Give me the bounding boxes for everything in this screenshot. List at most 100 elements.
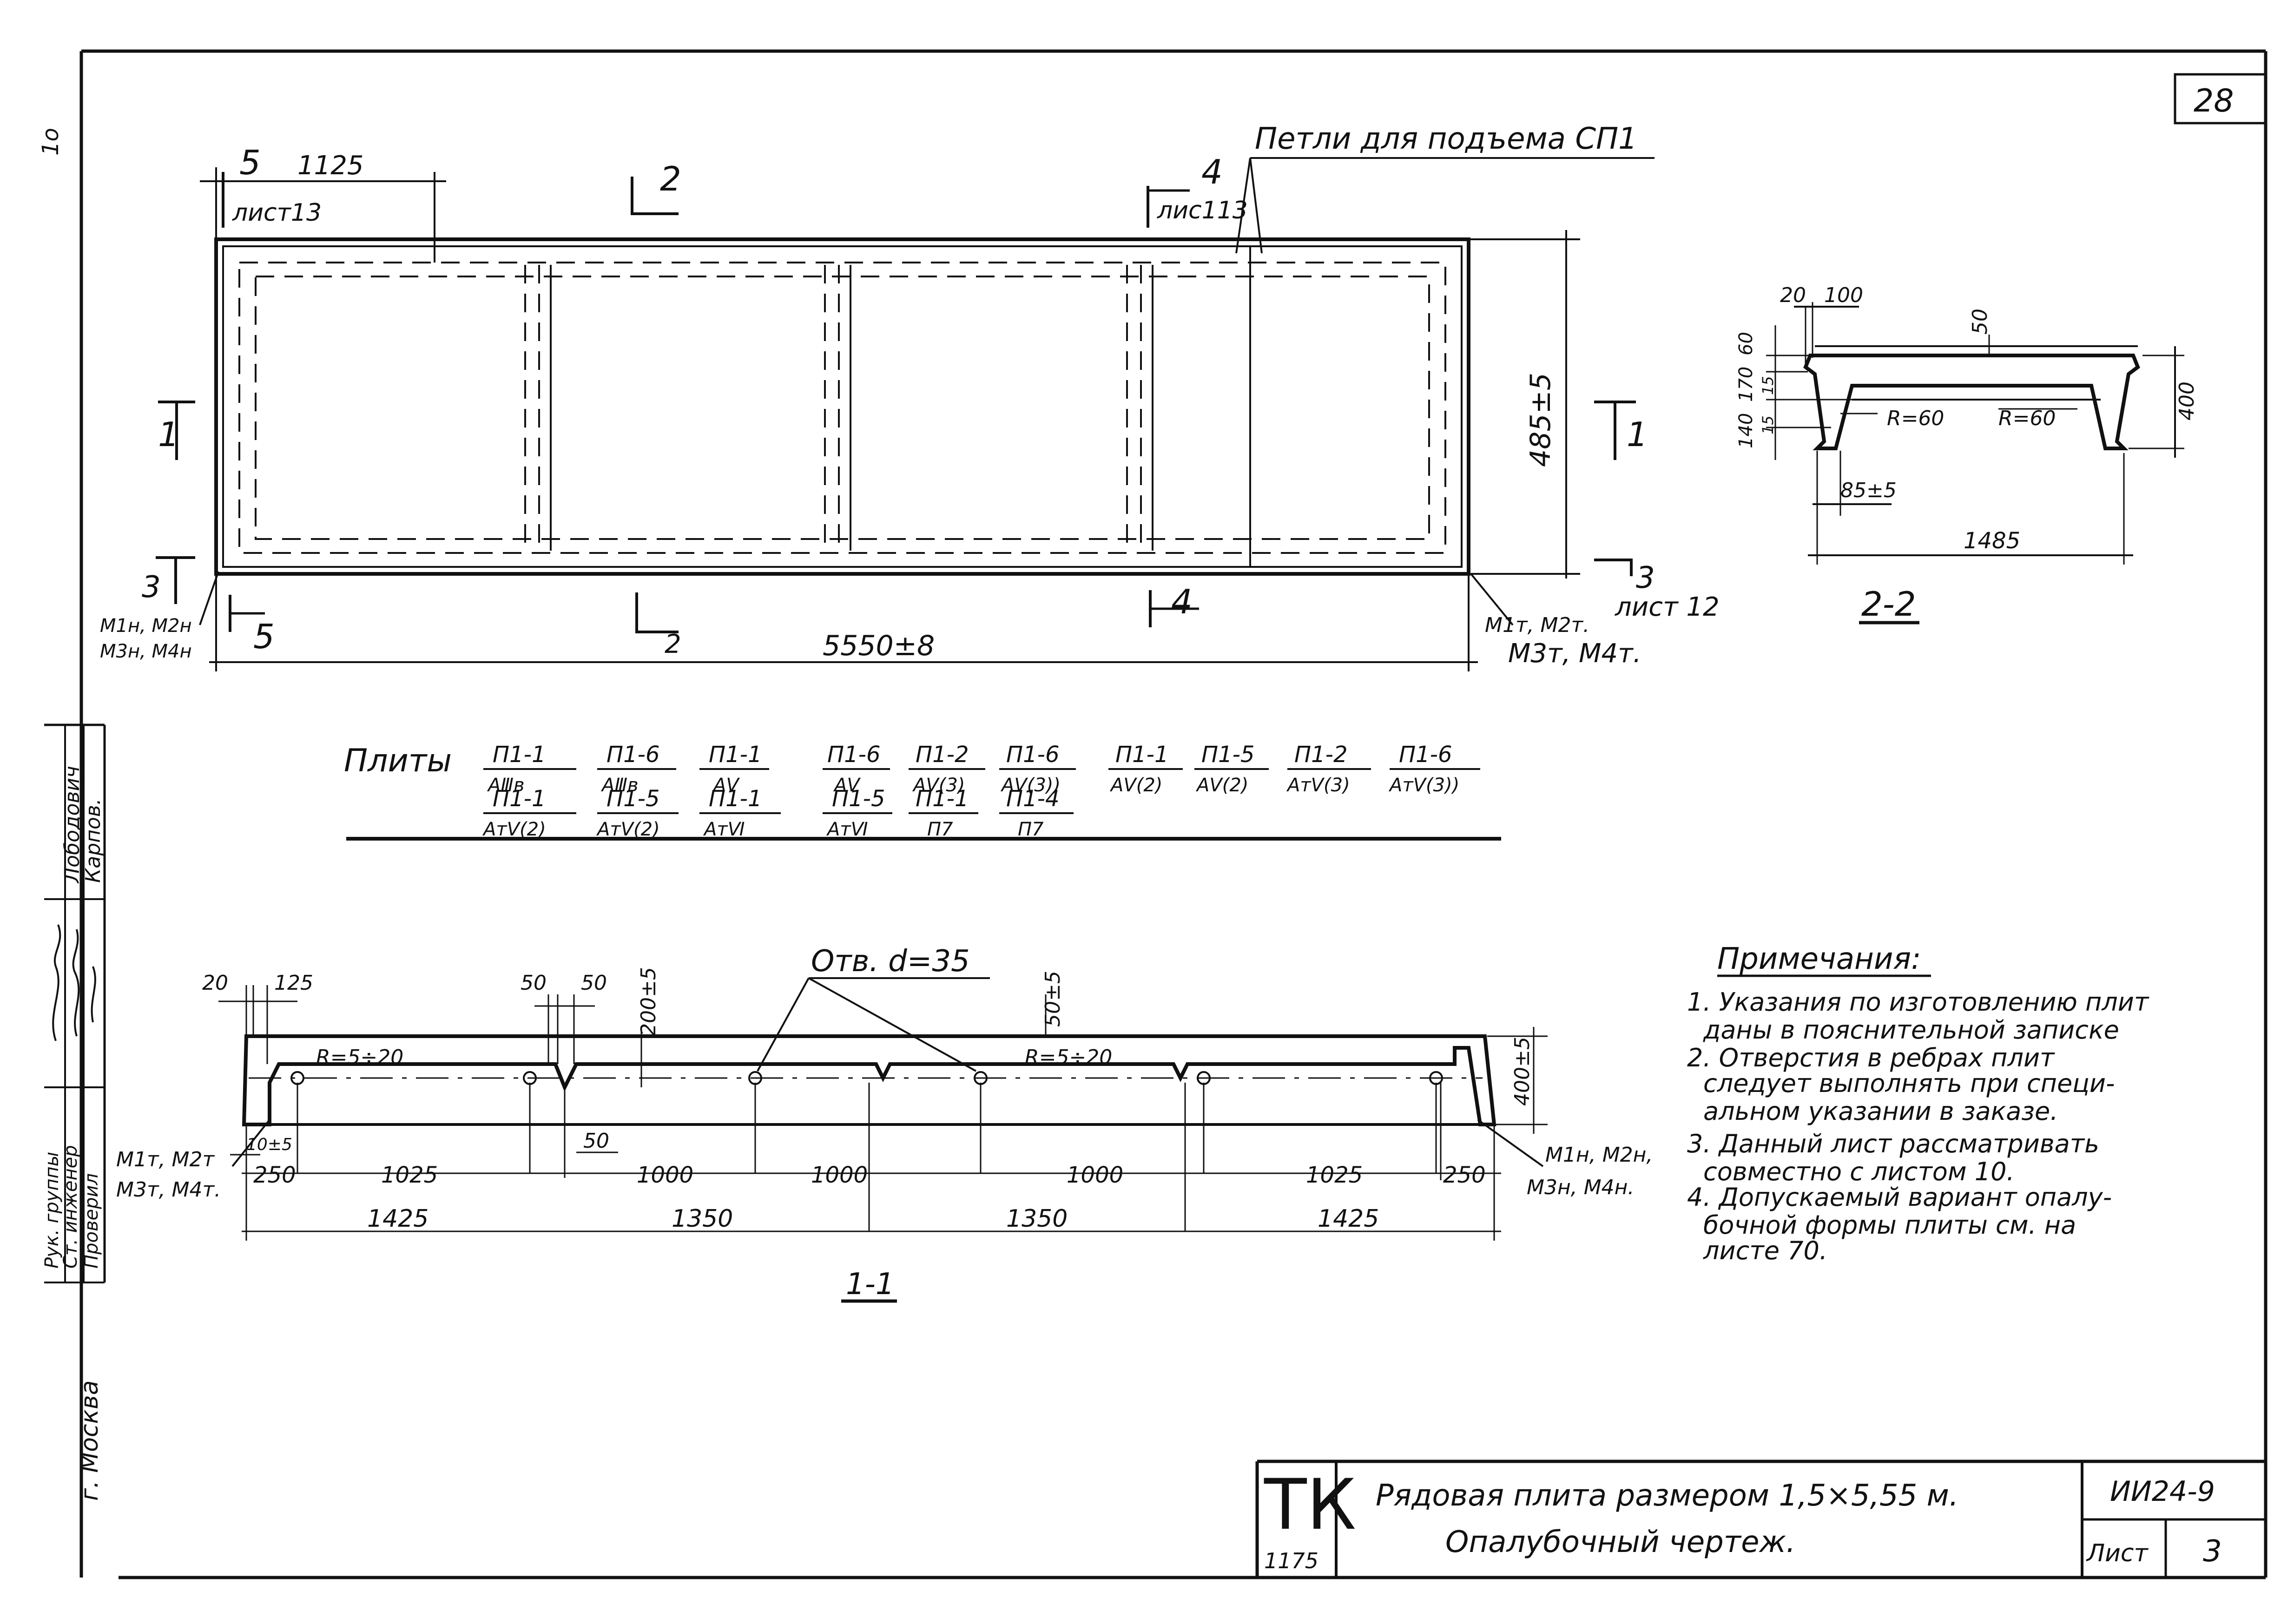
drawing-title-line-2: Опалубочный чертеж. [1445,1525,1795,1559]
plate-denominator: АтⅥ [703,819,745,840]
section-mark-2-bottom: 2 [665,629,681,659]
plan-view [156,157,1655,671]
bottom-dim-value: 1350 [1006,1205,1068,1233]
plate-numerator: П1-1 [916,786,969,812]
section-1-1-dim-20: 20 [202,971,228,995]
section-1-1-dim-400: 400±5 [1510,1037,1534,1106]
bottom-dimension-row-1: 250 1025 1000 1000 1000 1025 250 [253,1162,1486,1188]
plan-left-parts-2: М3н, М4н [100,641,192,662]
plate-numerator: П1-1 [1115,742,1169,768]
section-mark-3-right: 3 [1636,561,1655,595]
plate-numerator: П1-1 [493,742,546,768]
dimension-1125: 1125 [297,151,364,181]
plate-formula: П1-5 АтⅥ [823,786,892,840]
plate-denominator: АⅤ(2) [1195,775,1248,796]
plate-denominator: АтⅤ(3)) [1388,775,1459,796]
plate-denominator: АтⅥ [826,819,868,840]
plate-numerator: П1-2 [916,742,969,768]
bottom-dim-value: 1025 [1306,1162,1363,1188]
bottom-dim-value: 1000 [811,1162,868,1188]
plate-denominator: АⅤ [833,775,861,796]
dimension-485: 485±5 [1524,373,1557,467]
sheet-ref-13-right: лис113 [1157,197,1248,224]
section-2-2-dim-20: 20 [1780,283,1806,307]
section-1-1-drawing [218,977,1548,1303]
plate-denominator: АтⅤ(2) [596,819,660,840]
left-margin-number: 1o [38,128,64,156]
plate-formula: П1-5 АⅤ(2) [1194,742,1269,796]
plate-denominator: АⅢв [600,775,639,796]
sheet-corner-number: 28 [2194,83,2234,119]
plate-numerator: П1-6 [1006,742,1060,768]
note-line: листе 70. [1703,1236,1827,1265]
section-2-2-dim-170: 170 [1735,367,1757,402]
plan-right-parts-1: М1т, М2т. [1485,613,1589,637]
plate-numerator: П1-6 [827,742,881,768]
plate-numerator: П1-6 [606,742,660,768]
section-2-2-dim-100: 100 [1824,283,1863,307]
plate-formula: П1-2 АтⅤ(3) [1286,742,1371,796]
plate-denominator: АⅤ [712,775,740,796]
plate-numerator: П1-5 [606,786,660,812]
plate-numerator: П1-4 [1006,786,1060,812]
drawing-title-line-1: Рядовая плита размером 1,5×5,55 м. [1376,1479,1958,1513]
stamp-role-checked: Проверил [81,1173,102,1269]
bottom-dim-value: 1425 [367,1205,428,1233]
plate-denominator: АⅤ(3)) [1000,775,1061,796]
loop-label: Петли для подъема СП1 [1255,122,1637,156]
plate-formula: П1-6 АⅢв [597,742,676,796]
plate-numerator: П1-1 [493,786,546,812]
plate-denominator: АтⅤ(2) [482,819,546,840]
note-line: 4. Допускаемый вариант опалу- [1687,1183,2112,1212]
section-1-1-dim-50a: 50 [521,971,547,995]
section-mark-1-right: 1 [1627,415,1648,454]
notes-title: Примечания: [1717,942,1921,976]
plate-numerator: П1-6 [1399,742,1452,768]
section-mark-4-bottom: 4 [1171,582,1193,621]
plate-formula: П1-6 АⅤ(3)) [999,742,1076,796]
side-stamp [44,723,106,1283]
plate-numerator: П1-5 [832,786,885,812]
section-2-2-drawing [1766,302,2184,625]
plate-formula: П1-1 П7 [909,786,978,840]
plate-formula: П1-1 АтⅤ(2) [482,786,576,840]
section-2-2-radius-right: R=60 [1998,407,2056,430]
section-2-2-radius-left: R=60 [1887,407,1944,430]
plate-denominator: П7 [1018,819,1044,840]
plate-denominator: АⅤ(3) [912,775,965,796]
sheet-frame [79,49,2268,1579]
plate-formula: П1-1 АⅤ [699,742,769,796]
section-2-2-dim-50: 50 [1968,309,1992,335]
note-line: бочной формы плиты см. на [1703,1210,2076,1240]
section-mark-1-left: 1 [158,415,179,454]
section-1-1-dim-50c: 50 [583,1129,609,1153]
bottom-dim-value: 250 [1443,1162,1486,1188]
holes-label: Отв. d=35 [811,944,970,979]
plate-denominator: АⅢв [487,775,525,796]
note-line: 2. Отверстия в ребрах плит [1687,1043,2055,1072]
plate-formula: П1-4 П7 [999,786,1074,840]
stamp-name-lobodovich: Лободович [60,766,84,884]
plate-denominator: АⅤ(2) [1109,775,1162,796]
sheet-ref-13-left: лист13 [232,199,322,227]
dimension-5550: 5550±8 [823,630,935,662]
plates-list: П1-1 АⅢв П1-6 АⅢв П1-1 АⅤ П1-6 АⅤ П1-2 А… [482,742,1480,840]
section-1-1-dim-10: 10±5 [246,1135,292,1154]
section-1-1-left-parts-2: М3т, М4т. [116,1178,221,1202]
section-1-1-right-parts-1: М1н, М2н, [1545,1143,1653,1167]
note-line: 1. Указания по изготовлению плит [1687,987,2149,1017]
section-2-2-dim-15b: 15 [1759,415,1777,434]
bottom-dim-value: 250 [253,1162,296,1188]
stamp-city: г. Москва [76,1380,104,1501]
stamp-role-group-lead: Рук. группы [41,1152,63,1269]
section-1-1-dim-200: 200±5 [637,967,660,1036]
plan-right-parts-2: М3т, М4т. [1508,638,1641,669]
plate-formula: П1-1 АтⅥ [699,786,781,840]
bottom-dim-value: 1000 [637,1162,693,1188]
plate-formula: П1-6 АⅤ [823,742,890,796]
section-2-2-dim-15a: 15 [1759,376,1777,395]
section-1-1-left-parts-1: М1т, М2т [116,1148,215,1171]
section-1-1-dim-50-top: 50±5 [1041,971,1065,1027]
plan-left-parts-1: М1н, М2н [100,615,192,637]
